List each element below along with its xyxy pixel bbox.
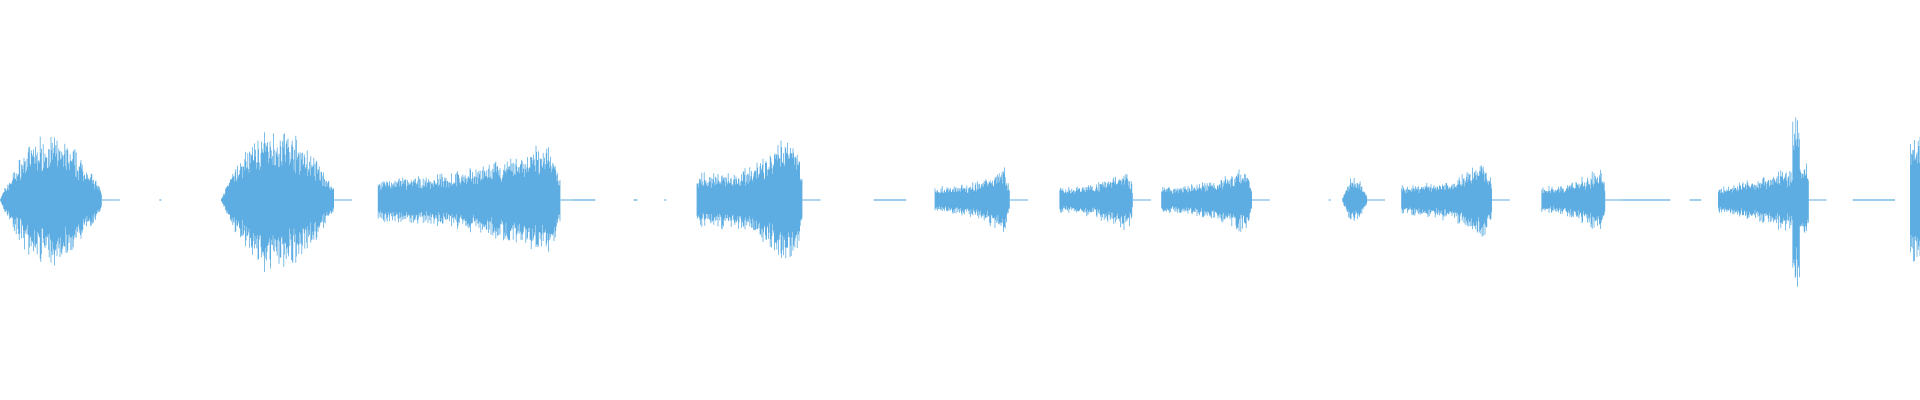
waveform-segment <box>1342 178 1386 221</box>
waveform-burst <box>0 136 102 266</box>
waveform-burst <box>934 167 1010 232</box>
waveform-segment <box>696 140 821 259</box>
waveform-burst <box>1342 178 1368 221</box>
waveform-burst <box>1401 165 1492 237</box>
waveform-segment <box>377 145 579 252</box>
waveform-burst <box>221 132 334 272</box>
waveform-burst <box>1718 117 1809 287</box>
waveform-segment <box>1161 169 1270 232</box>
waveform-burst <box>1541 169 1606 229</box>
waveform-burst <box>1059 174 1133 230</box>
waveform-trace <box>0 117 1920 287</box>
waveform-segment <box>1401 165 1510 237</box>
waveform-burst <box>377 145 561 252</box>
waveform-burst <box>696 140 803 259</box>
waveform-segment <box>221 132 353 272</box>
waveform-burst <box>1910 136 1920 262</box>
waveform-segment <box>0 136 120 266</box>
waveform-segment <box>1718 117 1827 287</box>
waveform-segment <box>1541 169 1624 229</box>
waveform-burst <box>1161 169 1252 232</box>
waveform-segment <box>1059 174 1151 230</box>
waveform-segment <box>1910 136 1920 262</box>
waveform-segment <box>934 167 1028 232</box>
